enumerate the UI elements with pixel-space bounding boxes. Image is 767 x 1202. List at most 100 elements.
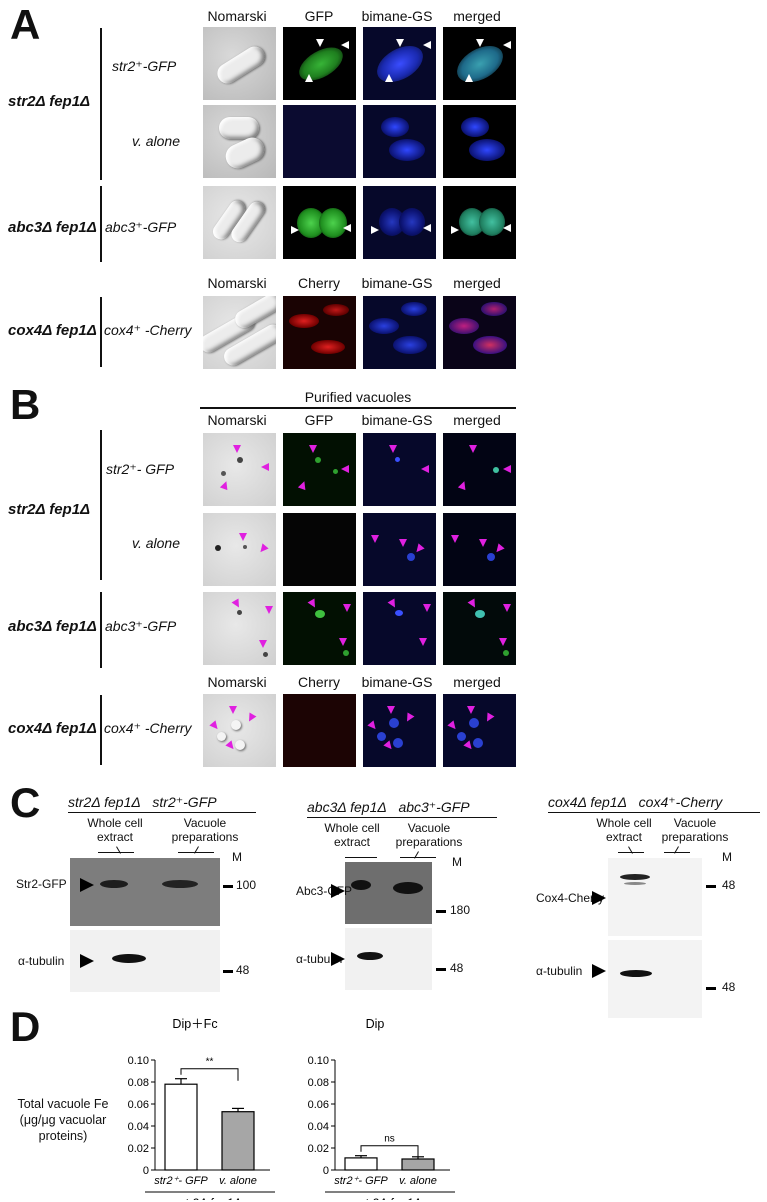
blot-title-plasmid: abc3⁺-GFP	[398, 799, 470, 815]
merged-image	[443, 433, 516, 506]
nomarski-image	[203, 694, 276, 767]
blot-image	[70, 858, 220, 926]
marker-column-label: M	[232, 850, 242, 864]
gfp-image	[283, 433, 356, 506]
protein-label: Cox4-Cherry	[536, 891, 605, 905]
y-tick-label: 0.10	[128, 1055, 149, 1067]
y-axis-label: Total vacuole Fe (μg/μg vacuolar protein…	[17, 1097, 109, 1143]
row-label: str2⁺- GFP	[106, 461, 175, 477]
cherry-image	[283, 296, 356, 369]
bracket-line	[100, 592, 102, 668]
bimane-image	[363, 513, 436, 586]
nomarski-image	[203, 592, 276, 665]
lane-bar	[345, 857, 377, 859]
blot-image	[608, 940, 702, 1018]
marker-tick	[706, 885, 716, 888]
row-label: cox4⁺ -Cherry	[104, 720, 192, 736]
significance-bracket	[180, 1068, 239, 1081]
col-header: Cherry	[297, 275, 340, 291]
col-header: merged	[453, 8, 501, 24]
row-label: abc3⁺-GFP	[105, 618, 177, 634]
marker-tick	[223, 885, 233, 888]
chart-title: Dip	[366, 1017, 385, 1031]
x-tick-label: str2⁺- GFP	[154, 1175, 208, 1187]
strain-label: str2Δ fep1Δ	[8, 93, 91, 110]
title-underline	[548, 812, 760, 814]
merged-image	[443, 694, 516, 767]
strain-label: abc3Δ fep1Δ	[8, 219, 97, 236]
row-label: str2⁺-GFP	[112, 58, 177, 74]
y-tick-label: 0	[323, 1165, 329, 1177]
merged-image	[443, 513, 516, 586]
col-header: Nomarski	[207, 412, 267, 428]
blot-title: str2Δ fep1Δ str2⁺-GFP	[68, 794, 217, 811]
blot-title: cox4Δ fep1Δ cox4⁺-Cherry	[548, 794, 722, 811]
bracket-line	[100, 28, 102, 180]
bimane-image	[363, 27, 436, 100]
merged-image	[443, 186, 516, 259]
significance-label: **	[206, 1057, 214, 1068]
col-header: Nomarski	[207, 8, 267, 24]
row-label: v. alone	[132, 133, 180, 149]
arrowhead-icon	[80, 954, 94, 968]
marker-label: 180	[450, 903, 471, 917]
x-tick-label: str2⁺- GFP	[334, 1175, 388, 1187]
arrowhead-icon	[592, 891, 606, 905]
col-header: Cherry	[297, 674, 340, 690]
marker-column-label: M	[722, 850, 732, 864]
col-header: bimane-GS	[361, 8, 433, 24]
marker-label: 48	[722, 980, 736, 994]
y-tick-label: 0.02	[308, 1143, 329, 1155]
group-label: str2Δ fep1Δ	[359, 1196, 421, 1200]
panel-letter-a: A	[10, 1, 41, 48]
bar	[344, 1157, 378, 1171]
purified-vacuoles-title: Purified vacuoles	[304, 389, 412, 405]
arrowhead-icon	[331, 952, 345, 966]
blot-image	[608, 858, 702, 936]
bar	[221, 1111, 255, 1171]
strain-label: cox4Δ fep1Δ	[8, 720, 97, 737]
nomarski-image	[203, 296, 276, 369]
strain-label: str2Δ fep1Δ	[8, 501, 91, 518]
gfp-image	[283, 27, 356, 100]
panel-letter-c: C	[10, 779, 41, 826]
col-header: bimane-GS	[361, 275, 433, 291]
blot-title-strain: str2Δ fep1Δ	[68, 794, 141, 810]
y-tick-label: 0.06	[128, 1099, 149, 1111]
bar	[164, 1083, 198, 1171]
loading-control-label: α-tubulin	[296, 952, 343, 966]
strain-label: cox4Δ fep1Δ	[8, 322, 97, 339]
cherry-image	[283, 694, 356, 767]
marker-tick	[706, 987, 716, 990]
y-tick-label: 0.08	[308, 1077, 329, 1089]
lane-bar	[400, 857, 436, 859]
significance-label: ns	[384, 1134, 395, 1145]
marker-label: 48	[450, 961, 464, 975]
marker-label: 48	[236, 963, 250, 977]
marker-column-label: M	[452, 855, 462, 869]
blot-title: abc3Δ fep1Δ abc3⁺-GFP	[307, 799, 470, 816]
col-header: merged	[453, 275, 501, 291]
blot-title-strain: abc3Δ fep1Δ	[307, 799, 387, 815]
bracket-line	[100, 186, 102, 262]
blot-title-plasmid: cox4⁺-Cherry	[638, 794, 723, 810]
col-header: merged	[453, 674, 501, 690]
marker-label: 48	[722, 878, 736, 892]
y-tick-label: 0.06	[308, 1099, 329, 1111]
bimane-image	[363, 433, 436, 506]
marker-label: 100	[236, 878, 257, 892]
nomarski-image	[203, 27, 276, 100]
y-tick-label: 0.04	[308, 1121, 329, 1133]
blot-image	[345, 928, 432, 990]
nomarski-image	[203, 513, 276, 586]
marker-tick	[436, 968, 446, 971]
blot-title-strain: cox4Δ fep1Δ	[548, 794, 627, 810]
bimane-image	[363, 186, 436, 259]
bimane-image	[363, 296, 436, 369]
chart-title: Dip＋Fc	[172, 1017, 217, 1031]
